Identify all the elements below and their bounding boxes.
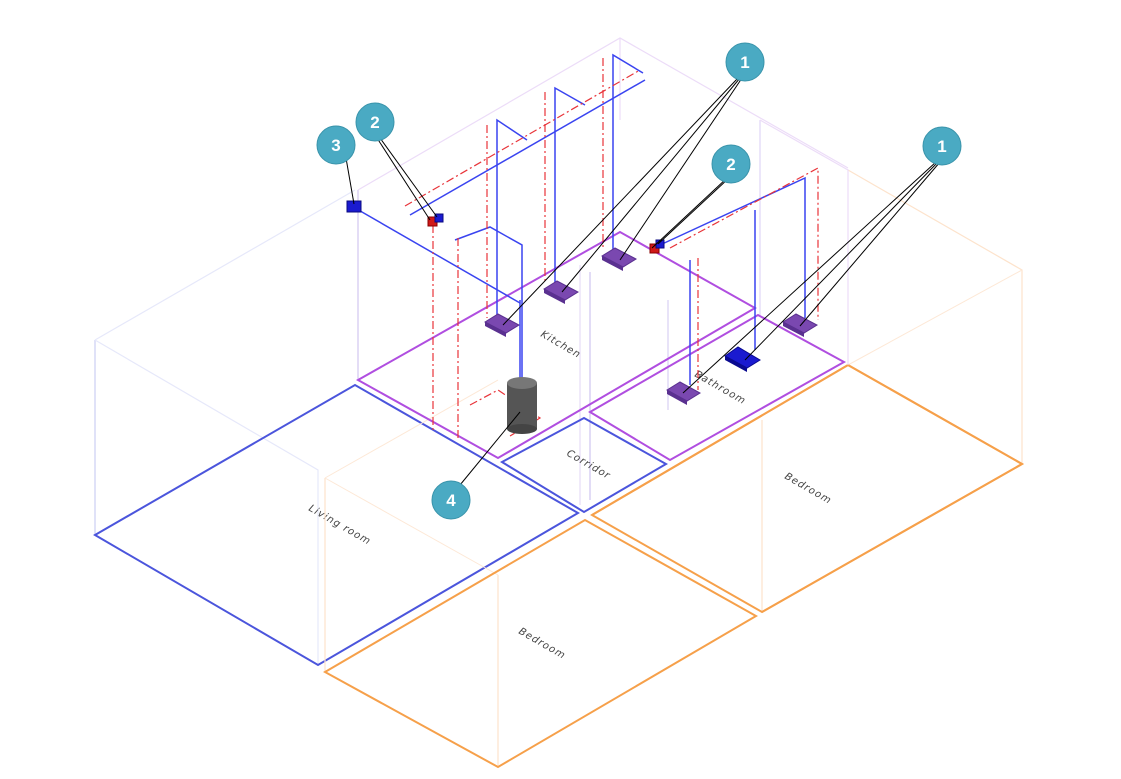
callout-2-kitchen: 2 (355, 102, 395, 142)
fixture-bathroom-2 (781, 313, 819, 337)
svg-text:1: 1 (740, 53, 749, 72)
svg-text:4: 4 (446, 491, 456, 510)
room-label-kitchen: Kitchen (539, 329, 583, 361)
room-label-bedroom-right: Bedroom (783, 471, 834, 507)
bedroom-right: Bedroom (590, 169, 1025, 614)
fixture-bathroom-shower (724, 346, 761, 372)
callout-3: 3 (316, 125, 356, 165)
inlet-block (346, 200, 362, 213)
fixture-bathroom-1 (666, 381, 701, 405)
cold-water-pipes (354, 53, 806, 420)
callout-1-kitchen: 1 (725, 42, 765, 82)
water-heater (507, 377, 537, 434)
valves (346, 200, 665, 254)
svg-text:3: 3 (331, 136, 340, 155)
svg-text:2: 2 (370, 113, 379, 132)
svg-text:1: 1 (937, 137, 946, 156)
fixture-kitchen-3 (600, 247, 638, 271)
fixtures (483, 247, 819, 405)
valve-kitchen-cold (434, 213, 444, 223)
room-label-living-room: Living room (307, 503, 373, 548)
leader-lines (345, 77, 941, 486)
bedroom-front: Bedroom (322, 379, 759, 769)
room-label-corridor: Corridor (565, 448, 613, 482)
room-label-bedroom-front: Bedroom (517, 626, 568, 662)
fixture-kitchen-1 (483, 313, 521, 337)
fixture-kitchen-2 (542, 280, 580, 304)
callout-2-bathroom: 2 (711, 144, 751, 184)
living-room: Living room (93, 189, 580, 667)
callout-4: 4 (431, 480, 471, 520)
callout-1-bathroom: 1 (922, 126, 962, 166)
svg-text:2: 2 (726, 155, 735, 174)
room-label-bathroom: Bathroom (693, 369, 748, 407)
